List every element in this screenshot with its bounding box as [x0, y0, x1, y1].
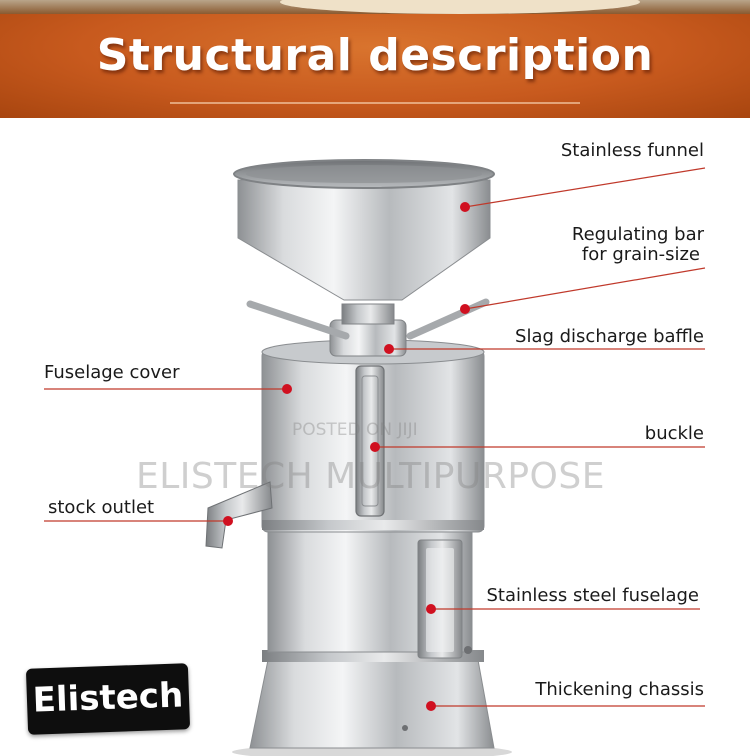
- label-regulating-bar-line1: Regulating bar: [571, 224, 704, 245]
- handle-highlight: [426, 548, 454, 652]
- neck-thread: [341, 303, 395, 325]
- dot-stock-outlet: [223, 516, 233, 526]
- leader-regulating-bar: [464, 267, 706, 310]
- dot-regulating-bar: [460, 304, 470, 314]
- thickening-chassis-shape: [249, 659, 495, 749]
- leader-stainless-funnel: [464, 167, 706, 208]
- fuselage-knob: [464, 646, 472, 654]
- logo-text: Elistech: [32, 675, 184, 721]
- dot-fuselage-cover: [282, 384, 292, 394]
- label-stock-outlet: stock outlet: [48, 497, 155, 518]
- label-thickening-chassis: Thickening chassis: [535, 679, 704, 700]
- banner-top-strip: [0, 0, 750, 14]
- page-title: Structural description: [96, 30, 654, 81]
- label-buckle: buckle: [644, 423, 704, 444]
- title-banner: Structural description: [0, 0, 750, 118]
- regulating-bar-left: [246, 300, 350, 340]
- label-regulating-bar-line2: for grain-size: [581, 244, 700, 265]
- dot-slag-baffle: [384, 344, 394, 354]
- label-stainless-funnel: Stainless funnel: [560, 140, 704, 161]
- stainless-funnel-shape: [237, 179, 491, 301]
- machine-diagram: [44, 159, 706, 756]
- cover-rim: [262, 520, 484, 530]
- buckle-shape: [355, 365, 385, 517]
- dot-fuselage: [426, 604, 436, 614]
- dot-buckle: [370, 442, 380, 452]
- elistech-logo: Elistech: [25, 663, 191, 735]
- funnel-opening: [246, 165, 482, 183]
- label-fuselage-cover: Fuselage cover: [44, 362, 180, 383]
- watermark-brand: ELISTECH MULTIPURPOSE: [136, 456, 605, 497]
- marker-dots: [223, 202, 470, 711]
- label-slag-discharge-baffle: Slag discharge baffle: [515, 326, 704, 347]
- chassis-screw: [402, 725, 408, 731]
- leader-lines: [44, 167, 706, 707]
- dot-stainless-funnel: [460, 202, 470, 212]
- stock-outlet-shape: [205, 481, 273, 549]
- buckle-inner: [361, 375, 379, 507]
- watermark-posted: POSTED ON JIJI: [292, 420, 418, 440]
- banner-divider: [170, 102, 580, 104]
- label-stainless-steel-fuselage: Stainless steel fuselage: [486, 585, 699, 606]
- dot-chassis: [426, 701, 436, 711]
